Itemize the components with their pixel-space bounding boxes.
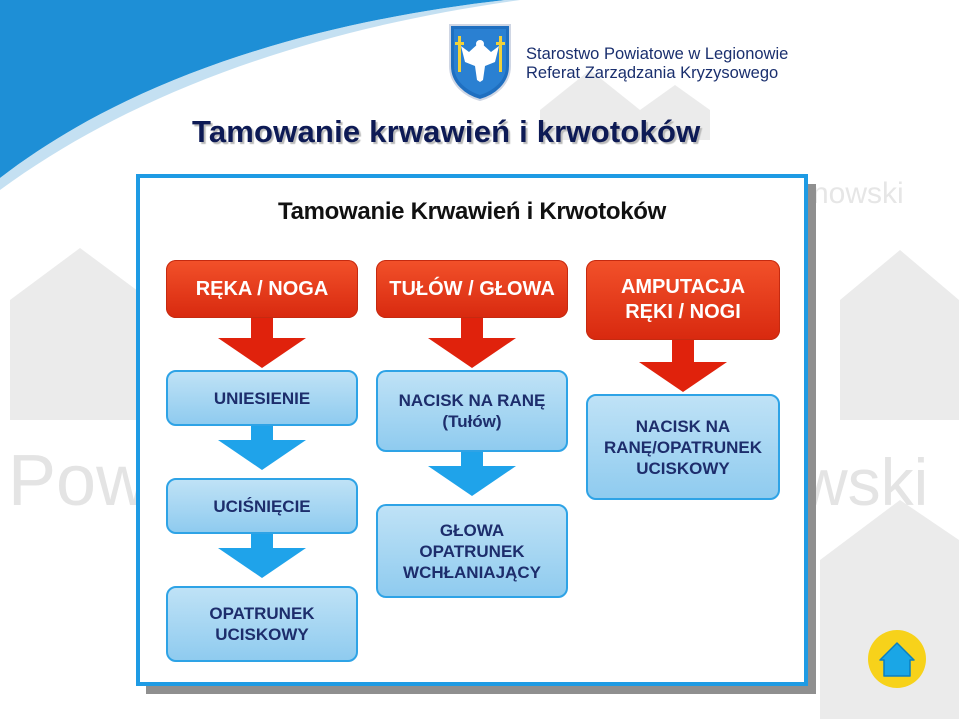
arrow-shaft: [251, 426, 273, 442]
step-line: NACISK NA: [635, 416, 731, 436]
step-line: GŁOWA: [439, 520, 505, 540]
step-box: UCIŚNIĘCIE: [166, 478, 358, 534]
step-box: NACISK NA RANĘ (Tułów): [376, 370, 568, 452]
organization-header: Starostwo Powiatowe w Legionowie Referat…: [526, 45, 788, 83]
org-name: Starostwo Powiatowe w Legionowie: [526, 45, 789, 63]
header-line: RĘKA / NOGA: [195, 277, 329, 300]
red-arrow-down-icon: [428, 338, 516, 368]
step-line: OPATRUNEK: [419, 541, 525, 561]
step-line: RANĘ/OPATRUNEK: [603, 437, 763, 457]
step-line: UNIESIENIE: [213, 388, 311, 408]
arrow-shaft: [251, 534, 273, 550]
header-line: RĘKI / NOGI: [625, 301, 741, 323]
diagram-title: Tamowanie Krwawień i Krwotoków: [278, 198, 666, 225]
step-line: WCHŁANIAJĄCY: [403, 562, 541, 582]
blue-arrow-down-icon: [218, 548, 306, 578]
column-header-limb: RĘKA / NOGA: [166, 260, 358, 318]
step-box: UNIESIENIE: [166, 370, 358, 426]
home-icon: [879, 642, 915, 677]
step-box: NACISK NA RANĘ/OPATRUNEK UCISKOWY: [586, 394, 780, 500]
watermark-right: wski: [799, 445, 928, 519]
watermark-top: nowski: [812, 177, 904, 210]
step-line: UCIŚNIĘCIE: [213, 496, 311, 516]
step-line: NACISK NA RANĘ: [398, 391, 546, 410]
arrow-shaft: [461, 318, 483, 340]
arrow-shaft: [251, 318, 273, 340]
red-arrow-down-icon: [639, 362, 727, 392]
step-line: (Tułów): [442, 412, 502, 431]
column-header-amputation: AMPUTACJA RĘKI / NOGI: [586, 260, 780, 340]
step-box: OPATRUNEK UCISKOWY: [166, 586, 358, 662]
coat-of-arms-icon: [449, 24, 511, 102]
column-header-torso-head: TUŁÓW / GŁOWA: [376, 260, 568, 318]
diagram-frame: Tamowanie Krwawień i Krwotoków RĘKA / NO…: [136, 174, 808, 686]
step-box: GŁOWA OPATRUNEK WCHŁANIAJĄCY: [376, 504, 568, 598]
home-button[interactable]: [868, 630, 926, 688]
blue-arrow-down-icon: [218, 440, 306, 470]
blue-arrow-down-icon: [428, 466, 516, 496]
org-department: Referat Zarządzania Kryzysowego: [526, 64, 779, 82]
step-line: UCISKOWY: [215, 625, 309, 644]
watermark-left: Pow: [8, 441, 149, 521]
step-line: UCISKOWY: [636, 458, 730, 478]
arrow-shaft: [461, 452, 483, 468]
arrow-shaft: [672, 340, 694, 364]
red-arrow-down-icon: [218, 338, 306, 368]
step-line: OPATRUNEK: [209, 604, 315, 623]
slide-title: Tamowanie krwawień i krwotoków: [192, 114, 701, 149]
header-line: AMPUTACJA: [620, 276, 746, 298]
header-line: TUŁÓW / GŁOWA: [389, 277, 555, 300]
